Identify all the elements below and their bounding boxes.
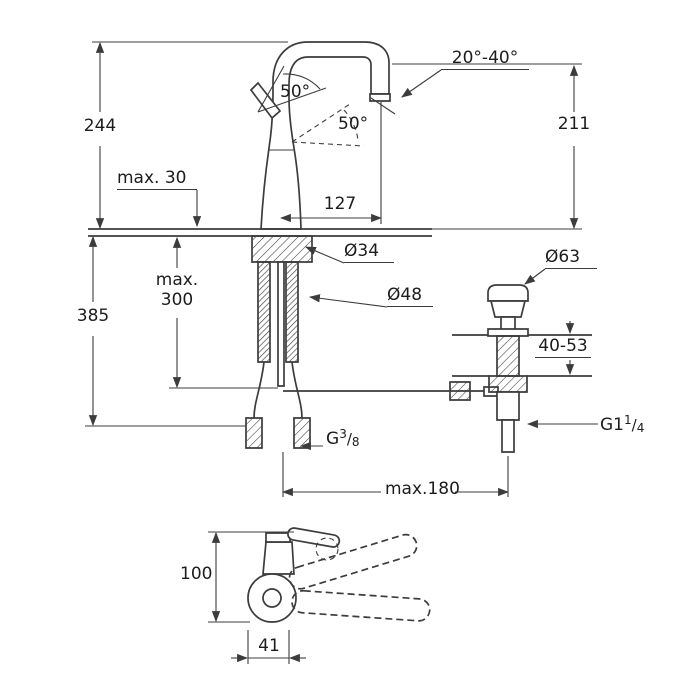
dim-label-deck-40-53: 40-53 [535,336,591,358]
waste-knob-skirt [491,301,525,317]
popup-rod-vertical [278,262,284,386]
mounting-hardware [246,236,486,448]
hose-fitting-left [246,418,262,448]
waste-lower-body [497,392,519,420]
waste-locknut [489,376,527,392]
top-view-cartridge [263,589,281,607]
waste-knob-cap [488,285,528,301]
dim-label-height-211: 211 [557,114,591,134]
aerator [370,94,390,101]
thread-label-g38: G3/8 [326,427,360,449]
waste-tailpiece [502,420,514,452]
supply-hose-left [258,262,270,362]
dim-label-diameter-34: Ø34 [344,241,394,263]
dim-label-max-180: max.180 [385,479,460,499]
supply-hose-right [286,262,298,362]
dim-label-depth-385: 385 [76,306,110,326]
dim-label-offset-41: 41 [258,636,280,656]
dim-label-swing-50-side: 50° [338,114,369,134]
outlet-angle-indicator [371,98,395,114]
handle-swing-position-1 [287,532,420,592]
pop-up-waste [484,285,528,452]
faucet-handle [251,83,280,118]
top-view-lever [287,527,340,548]
hose-tail-right [292,362,302,418]
top-view-lever-arc [316,538,338,560]
dim-label-angle-20-40: 20°-40° [441,48,529,70]
dim-label-diameter-48: Ø48 [387,285,433,307]
faucet-front-view [251,42,395,229]
dim-label-max-30: max. 30 [117,168,197,190]
hose-fitting-right [294,418,310,448]
top-view-cap [266,533,290,542]
waste-flange [488,329,528,336]
top-view-body [263,542,294,574]
dimension-lines [85,42,598,664]
dim-label-depth-100: 100 [180,564,213,584]
dim-label-swing-50-top: 50° [280,82,311,102]
handle-swing-position-2 [291,590,430,622]
dim-label-height-244: 244 [83,116,117,136]
dim-label-diameter-63: Ø63 [545,247,597,269]
mounting-block [252,236,312,262]
faucet-top-view [248,527,430,622]
dim-label-reach-127: 127 [323,194,357,214]
rod-adjuster [450,382,470,400]
thread-label-g114: G11/4 [600,413,645,435]
dim-label-max-300: max. 300 [155,270,199,310]
hose-tail-left [254,362,264,418]
waste-threaded-body [497,336,519,376]
waste-stem [501,317,515,330]
